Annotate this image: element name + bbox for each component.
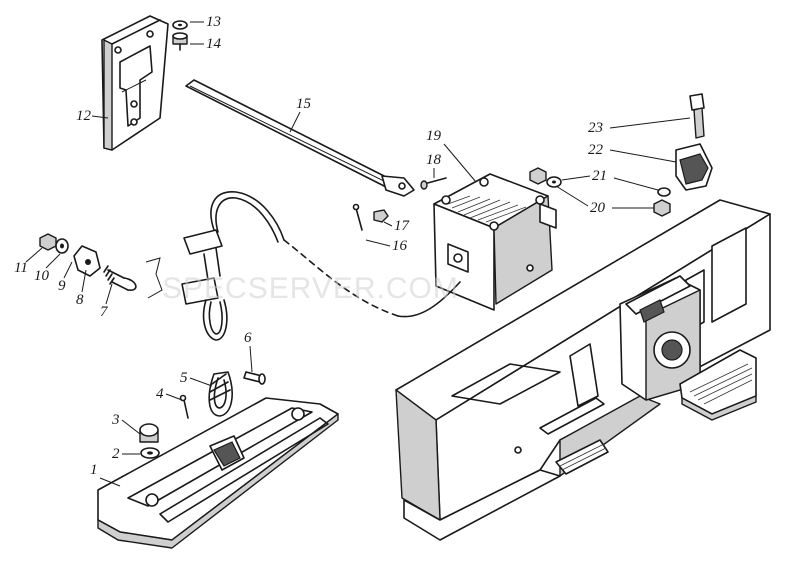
part-5-thimble <box>208 371 233 417</box>
part-14-bolt <box>172 32 188 51</box>
part-3-nut <box>139 423 159 443</box>
callout-20: 20 <box>590 200 606 216</box>
callout-2: 2 <box>112 446 120 462</box>
callout-18: 18 <box>426 152 442 168</box>
callout-11: 11 <box>14 260 28 276</box>
part-1-base-plate <box>97 397 339 549</box>
callout-19: 19 <box>426 128 442 144</box>
callout-14: 14 <box>206 36 222 52</box>
part-21-nut-washer <box>529 167 671 197</box>
part-11-nut <box>39 233 57 251</box>
callout-3: 3 <box>111 412 120 428</box>
callouts: 1 2 3 4 5 6 7 8 9 10 11 12 13 14 15 16 1 <box>14 14 691 487</box>
callout-8: 8 <box>76 292 84 308</box>
part-2-washer <box>140 447 160 459</box>
part-22-clamp <box>675 143 713 191</box>
part-9-block <box>73 245 101 277</box>
watermark: SPECSERVER.COM <box>162 272 459 305</box>
callout-6: 6 <box>244 330 252 346</box>
part-6-pin <box>243 371 266 385</box>
cable-assembly <box>181 191 461 341</box>
callout-1: 1 <box>90 462 98 478</box>
callout-12: 12 <box>76 108 92 124</box>
callout-23: 23 <box>588 120 603 136</box>
part-4-cotter <box>179 394 189 419</box>
callout-9: 9 <box>58 278 66 294</box>
callout-16: 16 <box>392 238 408 254</box>
callout-22: 22 <box>588 142 604 158</box>
part-19-housing <box>433 173 557 311</box>
part-15-rod <box>185 79 415 197</box>
callout-5: 5 <box>180 370 188 386</box>
frame-cross-member <box>395 199 771 541</box>
callout-13: 13 <box>206 14 221 30</box>
callout-7: 7 <box>100 304 109 320</box>
part-13-washer <box>172 20 188 30</box>
callout-17: 17 <box>394 218 411 234</box>
part-18-bolt <box>420 177 447 190</box>
callout-21: 21 <box>592 168 607 184</box>
part-10-washer <box>55 238 69 254</box>
part-20-nut <box>653 199 671 217</box>
part-23-bolt <box>689 93 705 139</box>
part-12-bracket <box>101 15 169 151</box>
callout-15: 15 <box>296 96 312 112</box>
callout-4: 4 <box>156 386 164 402</box>
callout-10: 10 <box>34 268 50 284</box>
part-8-ubolt <box>103 265 137 291</box>
part-17-nut <box>373 209 389 223</box>
part-16-pin <box>352 203 363 231</box>
leader-bracket <box>145 257 163 299</box>
